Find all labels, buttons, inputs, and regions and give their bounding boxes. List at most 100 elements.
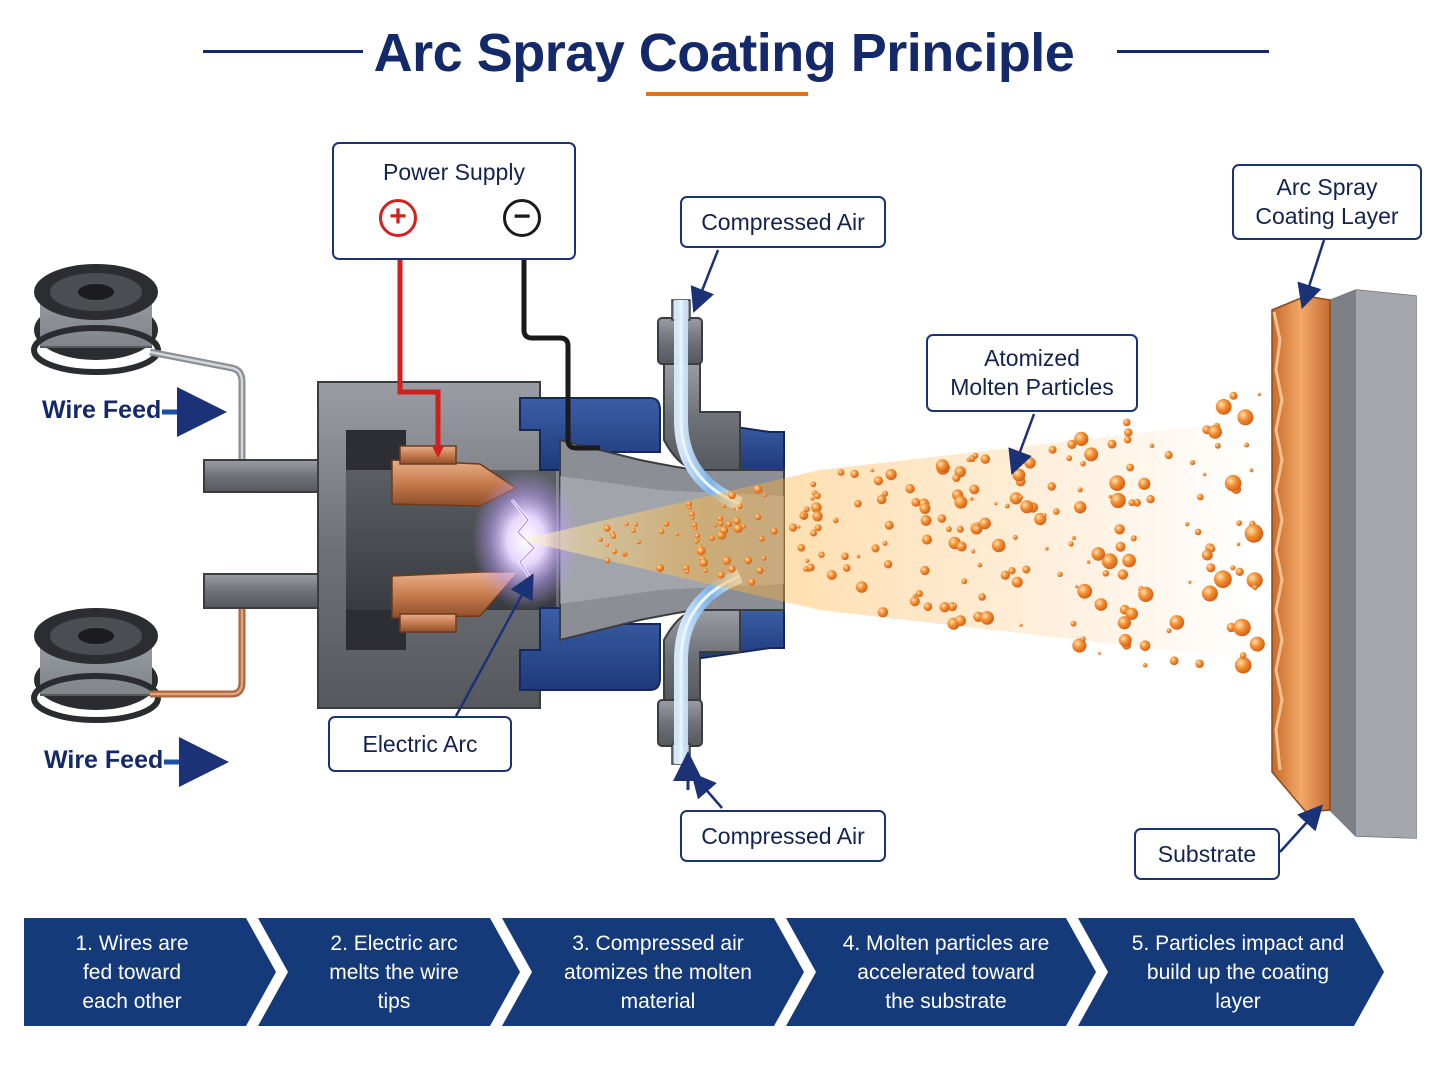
molten-particle [1091,547,1106,561]
molten-particle [721,503,727,509]
molten-particle [1020,500,1034,514]
molten-particle [812,511,823,522]
molten-particle [1206,563,1216,573]
step-arrow-4 [786,918,1096,1026]
molten-particle [685,569,690,574]
molten-particle [966,457,971,462]
coating-layer-label: Arc Spray Coating Layer [1255,174,1399,229]
molten-particle [718,520,724,527]
molten-particle [1012,534,1018,540]
molten-particle [884,520,894,530]
molten-particle [1224,474,1242,492]
molten-particle [814,524,822,532]
molten-particle [876,494,887,505]
molten-particle [920,515,932,526]
molten-particle [1139,640,1151,651]
molten-particle [1077,487,1083,493]
molten-particle [1000,570,1010,580]
molten-particle [871,544,880,553]
molten-particle [694,533,701,539]
molten-particle [717,515,724,522]
molten-particle [688,505,692,510]
molten-particle [955,615,966,627]
molten-particle [920,565,930,576]
page-title: Arc Spray Coating Principle [373,23,1075,83]
molten-particle [699,558,708,567]
molten-particle [713,523,717,528]
molten-particle [696,546,706,556]
molten-particle [919,503,931,514]
molten-particle [1215,398,1232,415]
molten-particle [1188,580,1192,584]
leader-coating-layer [1297,239,1326,310]
compressed-air-top-box: Compressed Air [680,196,886,248]
molten-particle [855,581,868,593]
molten-particle [624,521,629,527]
molten-particle [693,526,698,531]
molten-particle [659,528,665,535]
molten-particle [1252,584,1258,590]
molten-particle [1208,545,1216,553]
molten-particle [850,469,859,479]
molten-particle [1133,498,1141,507]
molten-particle [598,537,603,542]
molten-particle [610,533,617,539]
molten-particle [1126,463,1134,472]
molten-particle [870,468,875,473]
molten-particle [1080,636,1086,642]
molten-particle [939,602,950,613]
molten-particle [971,549,976,554]
molten-particle [946,526,952,533]
molten-particle [952,603,958,608]
molten-particle [761,555,767,561]
molten-particle [969,484,980,495]
molten-particle [1125,607,1139,620]
molten-particle [954,495,968,509]
power-supply-label: Power Supply [383,159,525,185]
molten-particle [1166,628,1172,634]
molten-particle [810,529,817,537]
step-5-label: 5. Particles impact and build up the coa… [1131,931,1345,1013]
negative-terminal-icon: − [503,199,541,237]
molten-particle [1115,541,1126,552]
molten-particle [756,567,764,574]
molten-particle [1075,585,1079,589]
molten-particle [1229,391,1238,400]
molten-particle [1169,615,1185,630]
molten-particle [728,491,736,500]
molten-particle [799,513,806,520]
molten-particle [1130,535,1137,542]
molten-particle [744,556,752,565]
molten-particle [692,522,698,528]
step-3-label: 3. Compressed air atomizes the molten ma… [564,931,752,1013]
molten-particle [1024,457,1036,469]
molten-particle [1257,392,1262,397]
molten-particle [605,543,610,547]
molten-particle [1249,636,1265,652]
molten-particle [882,540,888,546]
leader-compressed-air-bottom [691,772,723,809]
molten-particle [753,484,763,494]
compressed-air-bottom-box: Compressed Air [680,810,886,862]
title-rule-left [203,50,363,53]
coating-layer-box: Arc Spray Coating Layer [1232,164,1422,240]
molten-particle [1244,442,1250,448]
molten-particle [956,541,967,552]
process-steps-bar [24,918,1384,1026]
molten-particle [814,492,821,500]
molten-particle [1053,508,1060,515]
substrate-box: Substrate [1134,828,1280,880]
molten-particle [1068,541,1074,547]
molten-particle [805,558,810,564]
step-4-label: 4. Molten particles are accelerated towa… [842,931,1050,1013]
molten-particle [820,553,825,558]
molten-particle [810,496,815,501]
molten-particle [1201,549,1213,561]
substrate-label: Substrate [1157,840,1257,867]
molten-particle [810,481,817,488]
molten-particle [1012,468,1026,482]
molten-particle [1234,656,1252,674]
molten-particle [1246,572,1263,589]
molten-particle [797,544,806,552]
